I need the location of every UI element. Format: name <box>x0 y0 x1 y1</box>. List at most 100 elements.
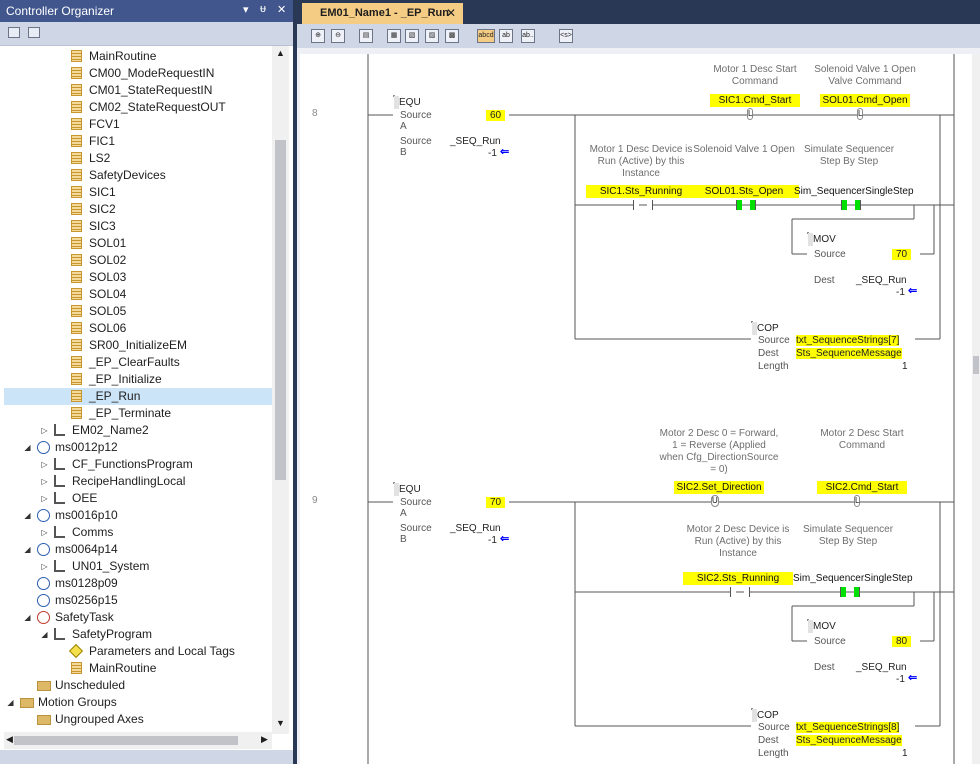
close-icon[interactable]: ✕ <box>277 4 287 16</box>
expand-arrow-icon[interactable]: ▷ <box>41 460 48 469</box>
ladder-scroll-thumb[interactable] <box>973 356 979 374</box>
collapse-arrow-icon[interactable]: ◢ <box>24 545 31 554</box>
collapse-arrow-icon[interactable]: ◢ <box>24 511 31 520</box>
tree-item[interactable]: SR00_InitializeEM <box>4 337 272 354</box>
contact-left[interactable] <box>730 587 736 597</box>
comment-icon[interactable]: ab <box>499 29 513 43</box>
collapse-arrow-icon[interactable]: ◢ <box>7 698 14 707</box>
expand-arrow-icon[interactable]: ▷ <box>41 494 48 503</box>
instruction-icon[interactable]: ▩ <box>445 29 459 43</box>
contact-right[interactable] <box>855 200 861 210</box>
latch-coil[interactable]: L <box>857 108 864 120</box>
organizer-bottom-tabs[interactable] <box>0 750 293 764</box>
tree-item[interactable]: Ungrouped Axes <box>4 711 272 728</box>
dropdown-icon[interactable]: ▾ <box>243 4 249 16</box>
tree-item[interactable]: ▷EM02_Name2 <box>4 422 272 439</box>
tree-item[interactable]: SOL02 <box>4 252 272 269</box>
tree-item[interactable]: _EP_ClearFaults <box>4 354 272 371</box>
tree-item[interactable]: _EP_Run <box>4 388 272 405</box>
branch-icon[interactable]: ▦ <box>387 29 401 43</box>
tree-item[interactable]: FCV1 <box>4 116 272 133</box>
tab-ep-run[interactable]: EM01_Name1 - _EP_Run ✕ <box>302 3 463 24</box>
tree-item[interactable]: LS2 <box>4 150 272 167</box>
tree-item[interactable]: SIC2 <box>4 201 272 218</box>
contact-right[interactable] <box>647 200 653 210</box>
contact-left[interactable] <box>736 200 742 210</box>
tree-item[interactable]: ◢ms0012p12 <box>4 439 272 456</box>
latch-coil[interactable]: U <box>711 495 719 507</box>
tree-item[interactable]: MainRoutine <box>4 660 272 677</box>
zoom-out-icon[interactable]: ⊖ <box>331 29 345 43</box>
tree-item[interactable]: ◢Motion Groups <box>4 694 272 711</box>
tree-item[interactable]: CM02_StateRequestOUT <box>4 99 272 116</box>
tree-hscroll-thumb[interactable] <box>14 736 238 745</box>
tag-description-icon[interactable]: abcd <box>477 29 495 43</box>
latch-coil[interactable]: L <box>854 495 861 507</box>
tree-scroll-thumb[interactable] <box>275 140 286 480</box>
tree-item[interactable]: Parameters and Local Tags <box>4 643 272 660</box>
tree-item[interactable]: ◢ms0064p14 <box>4 541 272 558</box>
tree-item[interactable]: SOL05 <box>4 303 272 320</box>
contact-right[interactable] <box>744 587 750 597</box>
rung-icon[interactable]: ▤ <box>359 29 373 43</box>
pin-icon[interactable]: ᵾ <box>260 3 267 15</box>
contact-left[interactable] <box>841 200 847 210</box>
tree-item[interactable]: CM01_StateRequestIN <box>4 82 272 99</box>
tree-item[interactable]: _EP_Initialize <box>4 371 272 388</box>
contact-right[interactable] <box>854 587 860 597</box>
tree-item[interactable]: SIC1 <box>4 184 272 201</box>
tree-item[interactable]: SOL04 <box>4 286 272 303</box>
coil-description: Motor 2 Desc Start Command <box>820 428 904 451</box>
tab-close-icon[interactable]: ✕ <box>445 6 456 20</box>
collapse-arrow-icon[interactable]: ◢ <box>41 630 48 639</box>
tree-item[interactable]: SOL03 <box>4 269 272 286</box>
contact-left[interactable] <box>633 200 639 210</box>
contact-icon[interactable]: ▧ <box>405 29 419 43</box>
tree-item[interactable]: ms0256p15 <box>4 592 272 609</box>
tree-item[interactable]: ▷Comms <box>4 524 272 541</box>
tree-item-label: ms0128p09 <box>55 576 118 590</box>
expand-arrow-icon[interactable]: ▷ <box>41 426 48 435</box>
tree-item[interactable]: SOL01 <box>4 235 272 252</box>
tree-item[interactable]: ▷RecipeHandlingLocal <box>4 473 272 490</box>
tree-item[interactable]: ◢SafetyProgram <box>4 626 272 643</box>
tree-item[interactable]: _EP_Terminate <box>4 405 272 422</box>
display-options-icon[interactable]: ab.. <box>521 29 535 43</box>
tree-item[interactable]: ▷UN01_System <box>4 558 272 575</box>
tree-item[interactable]: ms0128p09 <box>4 575 272 592</box>
tree-item[interactable]: SafetyDevices <box>4 167 272 184</box>
properties-icon[interactable] <box>28 27 40 38</box>
tree-item[interactable]: ▷CF_FunctionsProgram <box>4 456 272 473</box>
collapse-icon[interactable] <box>8 27 20 38</box>
expand-arrow-icon[interactable]: ▷ <box>41 562 48 571</box>
zoom-in-icon[interactable]: ⊕ <box>311 29 325 43</box>
coil-icon[interactable]: ▨ <box>425 29 439 43</box>
contact-right[interactable] <box>750 200 756 210</box>
verify-icon[interactable]: <s> <box>559 29 573 43</box>
tree-item[interactable]: MainRoutine <box>4 48 272 65</box>
collapse-arrow-icon[interactable]: ◢ <box>24 443 31 452</box>
latch-coil[interactable]: L <box>747 108 754 120</box>
expand-arrow-icon[interactable]: ▷ <box>41 528 48 537</box>
tree-item[interactable]: FIC1 <box>4 133 272 150</box>
ladder-scrollbar[interactable] <box>972 54 980 764</box>
coil-tag: SIC2.Cmd_Start <box>817 481 907 494</box>
tree-item[interactable]: SOL06 <box>4 320 272 337</box>
tree-item[interactable]: SIC3 <box>4 218 272 235</box>
tree-item[interactable]: ▷OEE <box>4 490 272 507</box>
tree-item[interactable]: ◢ms0016p10 <box>4 507 272 524</box>
expand-arrow-icon[interactable]: ▷ <box>41 477 48 486</box>
collapse-arrow-icon[interactable]: ◢ <box>24 613 31 622</box>
tree-item[interactable]: ◢SafetyTask <box>4 609 272 626</box>
tree-item[interactable]: Unscheduled <box>4 677 272 694</box>
tree-item[interactable]: CM00_ModeRequestIN <box>4 65 272 82</box>
mov-source-value: 70 <box>892 249 912 260</box>
contact-left[interactable] <box>840 587 846 597</box>
